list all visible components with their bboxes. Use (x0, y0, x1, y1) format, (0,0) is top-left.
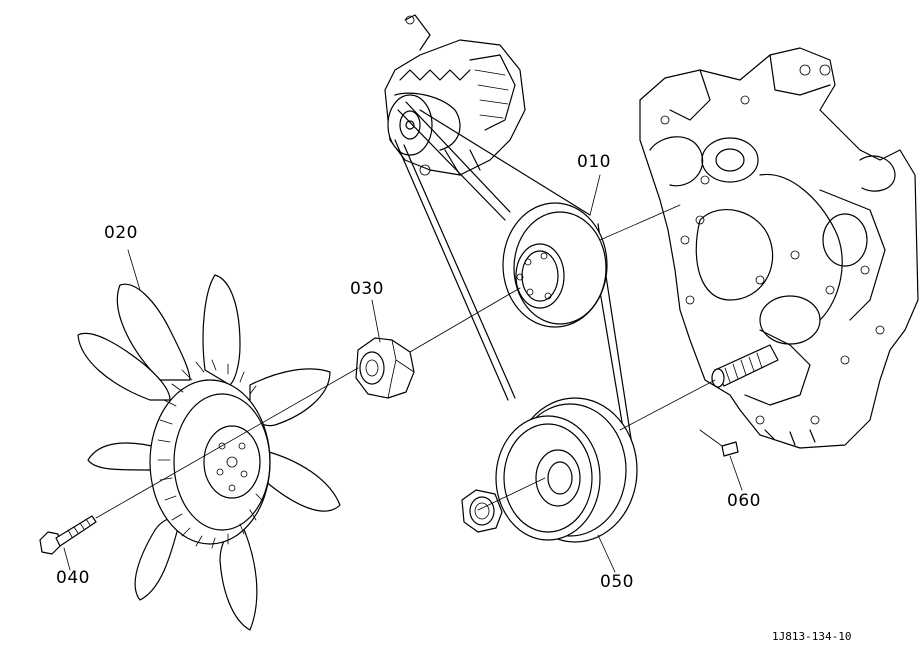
gear-case (639, 47, 919, 449)
crankshaft-pulley (495, 397, 638, 543)
fan-bolt (39, 515, 97, 555)
callout-020: 020 (104, 223, 138, 243)
callout-050: 050 (600, 572, 634, 592)
callout-040: 040 (56, 568, 90, 588)
pulley-nut (461, 489, 503, 533)
figure-id: 1J813-134-10 (772, 630, 852, 643)
leader-lines (63, 174, 743, 573)
assembly-axes (95, 204, 723, 519)
callout-060: 060 (727, 491, 761, 511)
cooling-fan (77, 274, 341, 631)
water-pump-pulley (502, 202, 608, 328)
callout-030: 030 (350, 279, 384, 299)
callout-010: 010 (577, 152, 611, 172)
alternator (384, 14, 526, 176)
key (721, 441, 739, 457)
fan-spacer (355, 337, 415, 399)
